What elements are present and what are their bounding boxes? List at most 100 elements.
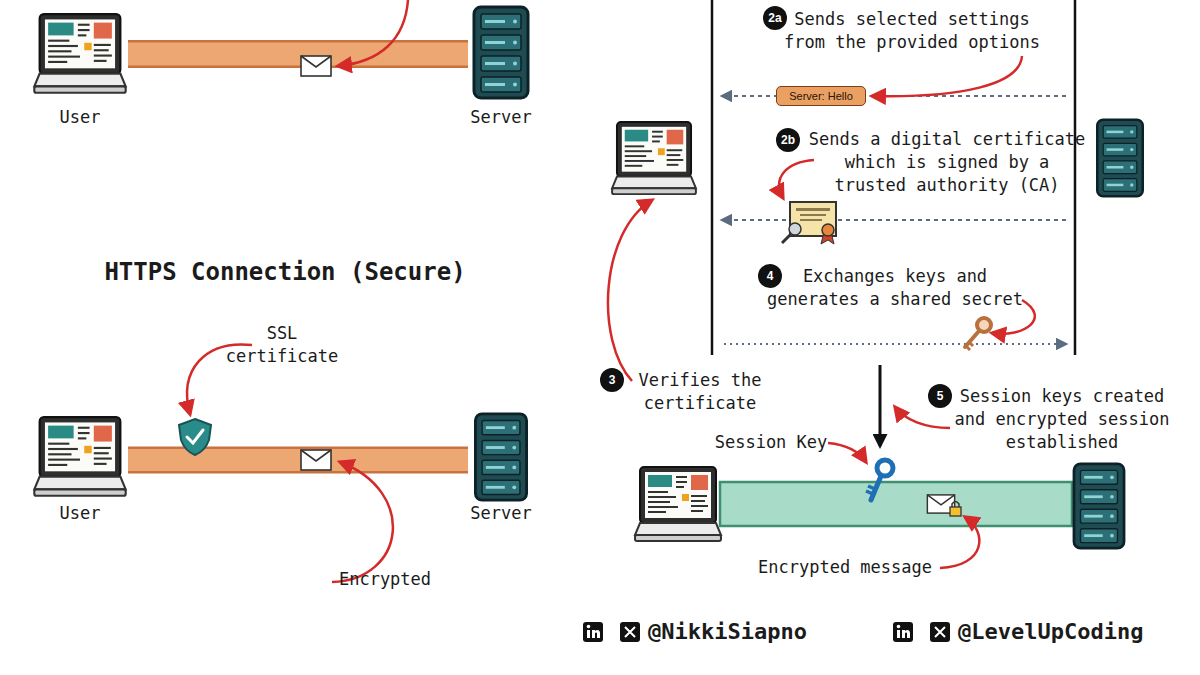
envelope-icon bbox=[301, 56, 331, 76]
shield-icon bbox=[179, 419, 211, 455]
callout-number: 2b bbox=[776, 128, 800, 152]
x-icon bbox=[620, 622, 640, 642]
x-icon bbox=[620, 622, 640, 642]
shared-key-icon bbox=[966, 346, 970, 350]
step-text: Verifies the certificate bbox=[636, 369, 764, 415]
http-diagram-top bbox=[34, 0, 528, 98]
lock-icon bbox=[950, 507, 961, 516]
leader-arrow bbox=[608, 200, 652, 381]
lifeline bbox=[1074, 0, 1077, 355]
linkedin-icon bbox=[893, 622, 913, 642]
step-text: Session keys created and encrypted sessi… bbox=[951, 385, 1173, 454]
x-icon bbox=[930, 622, 950, 642]
callout-label: Encrypted bbox=[325, 568, 445, 591]
handshake-diagram bbox=[608, 0, 1143, 446]
shared-key-icon bbox=[965, 331, 979, 347]
connection-channel bbox=[128, 54, 468, 55]
callout-number: 3 bbox=[600, 368, 624, 392]
leader-arrow bbox=[338, 0, 408, 66]
message-pill: Server: Hello bbox=[776, 86, 866, 106]
callout-number: 2a bbox=[763, 6, 787, 30]
certificate-icon bbox=[789, 223, 801, 235]
server-device: Server bbox=[468, 0, 534, 128]
session-key-icon bbox=[877, 460, 893, 476]
step-text: Sends selected settings from the provide… bbox=[781, 8, 1043, 54]
certificate-icon bbox=[800, 214, 826, 216]
callout-label: SSL certificate bbox=[217, 322, 347, 368]
node-label: 5 bbox=[937, 389, 944, 403]
channel-border bbox=[128, 40, 468, 68]
client-device: User bbox=[32, 412, 128, 524]
callout-number: 5 bbox=[928, 384, 952, 408]
connection-channel bbox=[128, 460, 468, 461]
node-label: 2b bbox=[781, 133, 795, 147]
flow-arrow bbox=[879, 365, 882, 446]
x-icon bbox=[625, 627, 635, 637]
linkedin-icon bbox=[902, 630, 910, 638]
certificate-icon bbox=[790, 202, 836, 236]
laptop-icon bbox=[635, 467, 721, 541]
callout-label: Encrypted message bbox=[745, 556, 945, 579]
certificate-icon bbox=[800, 219, 822, 221]
certificate-icon bbox=[782, 202, 836, 244]
x-icon bbox=[935, 627, 945, 637]
node-label: 3 bbox=[609, 373, 616, 387]
leader-arrow bbox=[779, 160, 814, 198]
step-text: Sends a digital certificate which is sig… bbox=[806, 128, 1088, 197]
certificate-icon bbox=[822, 224, 834, 236]
callout-number: 4 bbox=[758, 264, 782, 288]
leader-arrow bbox=[940, 517, 979, 568]
shared-key-icon bbox=[969, 342, 973, 346]
message-arrow bbox=[722, 219, 1066, 221]
linkedin-icon bbox=[897, 625, 901, 629]
callout-label: Session Key bbox=[706, 431, 836, 454]
channel-fill bbox=[128, 43, 468, 66]
server-icon bbox=[1097, 120, 1142, 197]
linkedin-icon bbox=[583, 622, 603, 642]
step-text: Exchanges keys and generates a shared se… bbox=[764, 265, 1026, 311]
leader-arrow bbox=[895, 407, 950, 428]
secure-session-diagram bbox=[635, 443, 1124, 568]
linkedin-icon bbox=[592, 630, 600, 638]
leader-arrow bbox=[332, 462, 393, 582]
session-key-icon bbox=[866, 491, 873, 494]
server-device: Server bbox=[468, 412, 534, 524]
linkedin-icon bbox=[893, 622, 913, 642]
node-label: Server: Hello bbox=[789, 90, 853, 103]
shared-key-icon bbox=[965, 318, 991, 350]
linkedin-icon bbox=[587, 630, 590, 638]
certificate-icon bbox=[782, 234, 791, 243]
node-label: Server bbox=[470, 503, 531, 523]
client-device: User bbox=[32, 0, 128, 128]
node-label: 2a bbox=[768, 11, 781, 25]
server-icon bbox=[1074, 464, 1124, 548]
linkedin-icon bbox=[583, 622, 603, 642]
node-label: User bbox=[60, 503, 101, 523]
session-key-icon bbox=[866, 460, 893, 500]
envelope-icon bbox=[301, 450, 331, 470]
laptop-icon bbox=[612, 122, 696, 194]
session-key-icon bbox=[868, 486, 875, 489]
x-icon bbox=[930, 622, 950, 642]
social-handle: @NikkiSiapno bbox=[648, 619, 868, 645]
channel-border bbox=[128, 447, 468, 474]
leader-arrow bbox=[828, 443, 866, 462]
shield-icon bbox=[179, 419, 211, 455]
certificate-icon bbox=[796, 208, 830, 211]
section-heading: HTTPS Connection (Secure) bbox=[75, 258, 495, 286]
laptop-icon bbox=[34, 14, 125, 93]
node-label: 4 bbox=[767, 269, 774, 283]
message-arrow bbox=[724, 343, 1066, 345]
shield-icon bbox=[187, 430, 203, 443]
linkedin-icon bbox=[897, 630, 900, 638]
https-diagram bbox=[34, 344, 526, 582]
laptop-icon bbox=[34, 417, 125, 496]
server-icon bbox=[475, 414, 526, 500]
server-icon bbox=[474, 7, 528, 98]
social-handle: @LevelUpCoding bbox=[958, 619, 1188, 645]
leader-arrow bbox=[872, 56, 1022, 96]
